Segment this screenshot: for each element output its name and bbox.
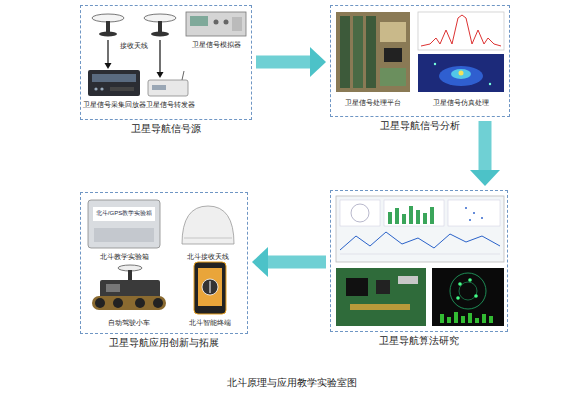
arrow-shaft: [267, 256, 326, 269]
panel-caption: 卫星导航应用创新与拓展: [109, 338, 219, 348]
item-label: 卫星信号模拟器: [192, 41, 241, 49]
antenna-icon: [144, 14, 176, 37]
item-label: 北斗接收天线: [187, 253, 229, 261]
simulation-plot: [418, 54, 504, 92]
repeater-device: [148, 71, 188, 96]
item-label: 北斗教学实验箱: [100, 253, 149, 261]
receiver-board: [336, 268, 426, 326]
spectrum-chart: [418, 12, 504, 50]
flow-arrow: [256, 47, 326, 77]
flow-arrow: [252, 247, 326, 277]
arrow-shaft: [479, 121, 492, 171]
panel-caption: 卫星导航算法研究: [379, 336, 459, 346]
item-label: 卫星信号处理平台: [345, 99, 401, 107]
panel-caption: 卫星导航信号分析: [380, 121, 460, 131]
item-label: 卫星信号采集回放器: [83, 101, 146, 109]
item-label: 北斗智能终端: [189, 319, 231, 327]
arrow-head: [470, 170, 500, 186]
antenna-icon: [92, 14, 124, 37]
autonomous-car: [92, 265, 166, 310]
figure-caption: 北斗原理与应用教学实验室图: [227, 378, 357, 388]
item-label: 卫星信号仿真处理: [433, 99, 489, 107]
flow-arrow: [470, 121, 500, 186]
item-label: 卫星信号转发器: [146, 101, 195, 109]
item-label: 接收天线: [120, 42, 148, 50]
smart-terminal: [194, 262, 226, 314]
simulator-device: [186, 12, 246, 36]
dome-antenna: [182, 206, 234, 244]
experiment-case: [88, 200, 160, 248]
arrow-shaft: [256, 56, 311, 69]
panel-box: 卫星导航算法研究: [330, 190, 508, 332]
processing-board: [336, 12, 410, 92]
sky-plot: [432, 268, 504, 326]
panel-caption: 卫星导航信号源: [131, 124, 201, 134]
arrow-head: [310, 47, 326, 77]
arrow-head: [252, 247, 268, 277]
item-label: 自动驾驶小车: [108, 319, 150, 327]
recorder-device: [88, 70, 140, 96]
item-label: 北斗/GPS教学实验箱: [96, 210, 152, 217]
software-screenshot: [336, 196, 504, 262]
